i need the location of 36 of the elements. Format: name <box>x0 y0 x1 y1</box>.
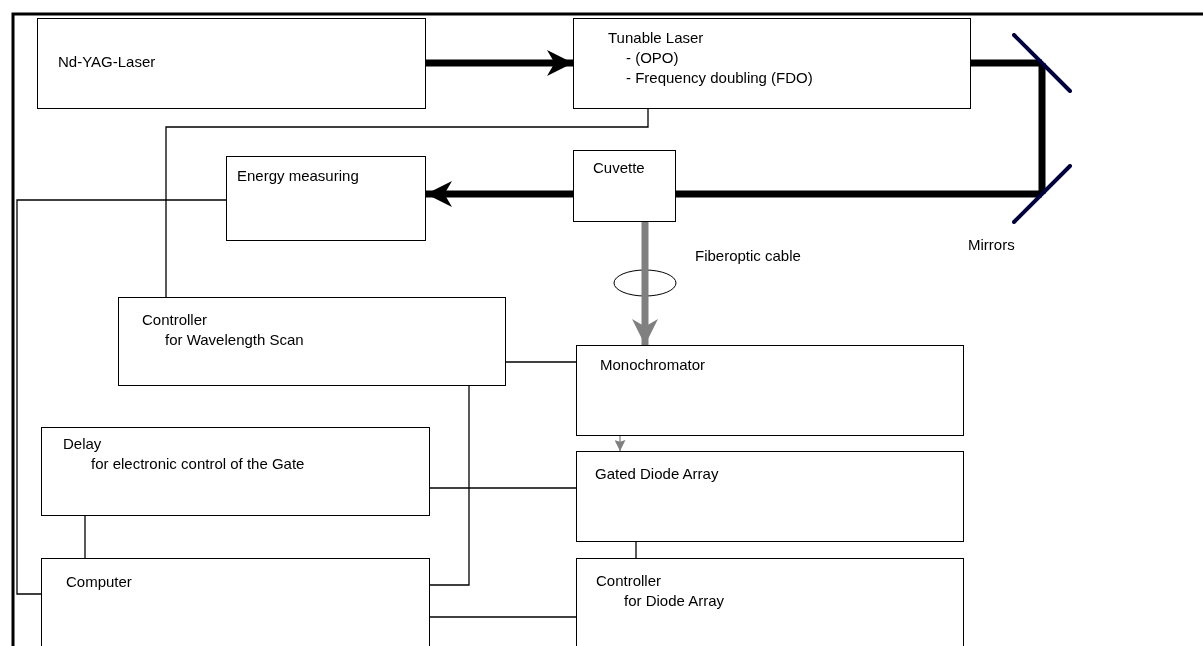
box-label: Delay <box>63 434 102 454</box>
process-box <box>41 427 430 516</box>
box-label: Cuvette <box>593 158 645 178</box>
connector-line <box>165 108 649 298</box>
box-label: - Frequency doubling (FDO) <box>626 68 813 88</box>
box-label: Controller <box>596 571 662 591</box>
process-box <box>226 156 426 241</box>
box-label: for Diode Array <box>624 591 725 611</box>
connector-line <box>429 487 577 489</box>
box-label: Controller <box>142 310 208 330</box>
process-box <box>573 18 971 109</box>
connector-line <box>614 435 626 452</box>
connector-line <box>635 541 637 559</box>
box-label: Energy measuring <box>237 166 359 186</box>
process-box <box>41 558 430 646</box>
box-label: Nd-YAG-Laser <box>58 52 156 72</box>
box-label: Tunable Laser <box>608 28 704 48</box>
part-label: Mirrors <box>968 236 1015 253</box>
connector-line <box>429 385 470 586</box>
process-box <box>576 451 964 542</box>
box-label: Gated Diode Array <box>595 464 719 484</box>
process-box <box>576 558 964 646</box>
box-label: for electronic control of the Gate <box>91 454 305 474</box>
connector-line <box>84 515 86 559</box>
process-box <box>573 150 676 222</box>
box-label: for Wavelength Scan <box>165 330 304 350</box>
edge-label: Fiberoptic cable <box>693 247 803 264</box>
box-label: Monochromator <box>600 355 706 375</box>
connector-line <box>505 361 577 363</box>
process-box <box>576 345 964 436</box>
process-box <box>37 18 426 109</box>
connector-line <box>429 616 577 618</box>
box-label: Computer <box>66 572 132 592</box>
process-box <box>118 297 506 386</box>
connector-line <box>16 199 227 595</box>
box-label: - (OPO) <box>626 48 679 68</box>
